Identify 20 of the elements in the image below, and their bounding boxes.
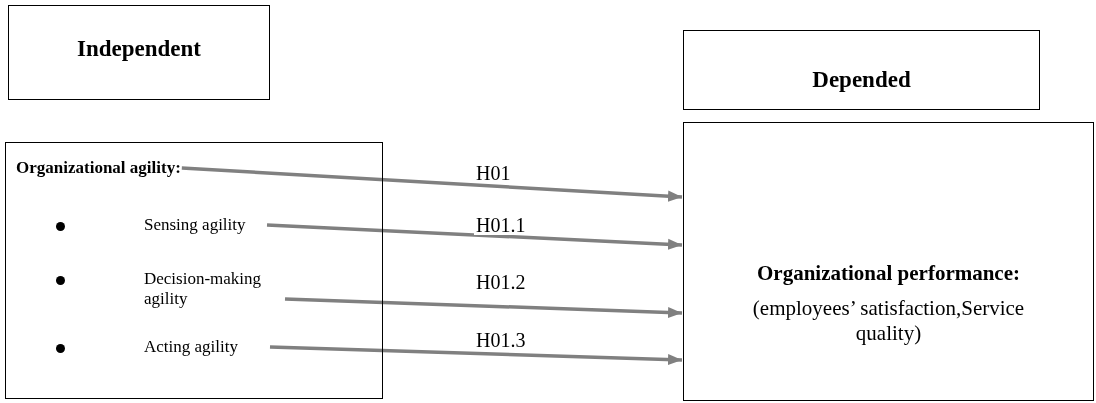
arrow: [181, 166, 683, 202]
variable-box: [683, 30, 1040, 110]
heading-text: Independent: [76, 36, 202, 62]
edge-label: H01.2: [474, 272, 528, 292]
variables-panel: [5, 142, 383, 399]
arrow: [269, 345, 683, 366]
edge-label: H01.1: [474, 215, 528, 235]
edge-label: H01: [474, 163, 513, 183]
text-label: Decision-making agility: [144, 269, 284, 309]
variable-box: [8, 5, 270, 100]
heading-text: Depended: [811, 67, 912, 93]
heading-text: Organizational performance:: [756, 261, 1021, 286]
edge-label: H01.3: [474, 330, 528, 350]
text-label: Organizational agility:: [16, 158, 181, 178]
description-text: (employees’ satisfaction,Service quality): [751, 296, 1026, 346]
text-label: Sensing agility: [144, 215, 266, 235]
text-label: Acting agility: [144, 337, 269, 357]
arrow: [266, 223, 683, 250]
outcome-box: [683, 122, 1094, 401]
arrow: [284, 297, 683, 319]
